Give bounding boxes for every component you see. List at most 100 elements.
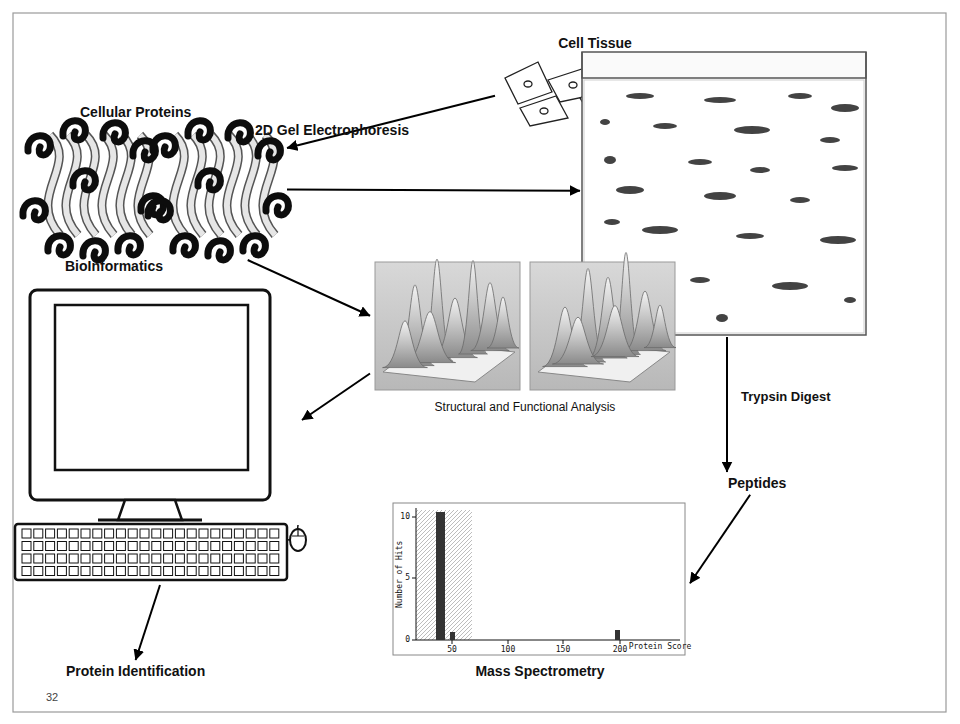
key	[93, 529, 102, 538]
histogram-chart	[393, 503, 685, 655]
key	[234, 567, 243, 576]
protein-spot	[600, 119, 610, 125]
helix-loop	[243, 236, 265, 255]
protein-spot	[604, 156, 616, 164]
key	[187, 554, 196, 563]
beta-strand	[102, 135, 114, 235]
node-label: Mass Spectrometry	[390, 663, 690, 680]
protein-spot	[604, 219, 620, 225]
key	[175, 554, 184, 563]
protein-spot	[820, 137, 840, 143]
analysis-node: Structural and Functional Analysis	[370, 258, 680, 423]
key	[270, 554, 279, 563]
protein-spot	[616, 186, 644, 194]
key	[164, 567, 173, 576]
helix-loop	[28, 136, 50, 155]
key	[140, 554, 149, 563]
key	[22, 542, 31, 551]
protein-spot	[626, 93, 654, 99]
key	[199, 567, 208, 576]
protein-spot	[772, 282, 808, 290]
key	[164, 554, 173, 563]
protein-spot	[704, 192, 736, 200]
key	[69, 529, 78, 538]
helix-loop	[198, 171, 220, 190]
protein-spot	[820, 236, 856, 244]
key	[22, 554, 31, 563]
key	[140, 542, 149, 551]
key	[128, 554, 137, 563]
key	[152, 542, 161, 551]
protein-node: Cellular Proteins	[25, 100, 287, 260]
helix-loop	[153, 136, 175, 155]
key	[81, 542, 90, 551]
key	[128, 542, 137, 551]
edge-label: Trypsin Digest	[739, 389, 833, 404]
surface-plot-images	[375, 252, 676, 390]
key	[211, 567, 220, 576]
key	[175, 567, 184, 576]
key	[234, 542, 243, 551]
node-label: Cellular Proteins	[80, 104, 191, 121]
key	[258, 567, 267, 576]
key	[140, 529, 149, 538]
key	[93, 567, 102, 576]
protein-spot	[716, 314, 728, 322]
key	[57, 529, 66, 538]
key	[187, 542, 196, 551]
key	[46, 542, 55, 551]
key	[69, 567, 78, 576]
key	[69, 542, 78, 551]
peptides-node: Peptides	[722, 472, 792, 495]
helix-loop	[228, 123, 250, 142]
key	[22, 529, 31, 538]
key	[105, 554, 114, 563]
helix-loop	[23, 201, 45, 220]
protein-spot	[736, 233, 764, 239]
key	[199, 554, 208, 563]
helix-loop	[148, 201, 170, 220]
key	[223, 529, 232, 538]
page-frame	[13, 13, 946, 712]
protein-spot	[734, 126, 770, 134]
key	[270, 542, 279, 551]
key	[223, 567, 232, 576]
key	[175, 542, 184, 551]
key	[164, 529, 173, 538]
key	[270, 529, 279, 538]
key	[223, 542, 232, 551]
key	[164, 542, 173, 551]
key	[34, 529, 43, 538]
helix-loop	[63, 121, 85, 140]
flow-arrow	[287, 190, 580, 191]
helix-loop	[208, 241, 230, 260]
beta-strand	[227, 135, 239, 235]
key	[22, 567, 31, 576]
key	[246, 542, 255, 551]
helix-loop	[188, 121, 210, 140]
key	[234, 554, 243, 563]
axis-label: 150	[556, 646, 570, 655]
protein-spot	[788, 93, 812, 99]
helix-loop	[266, 196, 288, 215]
flow-arrow	[248, 260, 370, 316]
key	[81, 529, 90, 538]
axis-label: 10	[400, 513, 410, 522]
computer-drawing	[15, 290, 306, 580]
key	[57, 567, 66, 576]
key	[69, 554, 78, 563]
beta-strand	[102, 135, 114, 235]
key	[258, 542, 267, 551]
key	[116, 567, 125, 576]
helix-loop	[103, 123, 125, 142]
node-label: Protein Identification	[66, 663, 205, 680]
flow-arrow	[287, 96, 495, 148]
key	[46, 567, 55, 576]
node-label: Cell Tissue	[495, 35, 695, 52]
key	[128, 567, 137, 576]
helix-loop	[48, 236, 70, 255]
key	[187, 529, 196, 538]
key	[93, 554, 102, 563]
flow-arrow	[690, 495, 750, 583]
axis-label: 5	[405, 574, 410, 583]
